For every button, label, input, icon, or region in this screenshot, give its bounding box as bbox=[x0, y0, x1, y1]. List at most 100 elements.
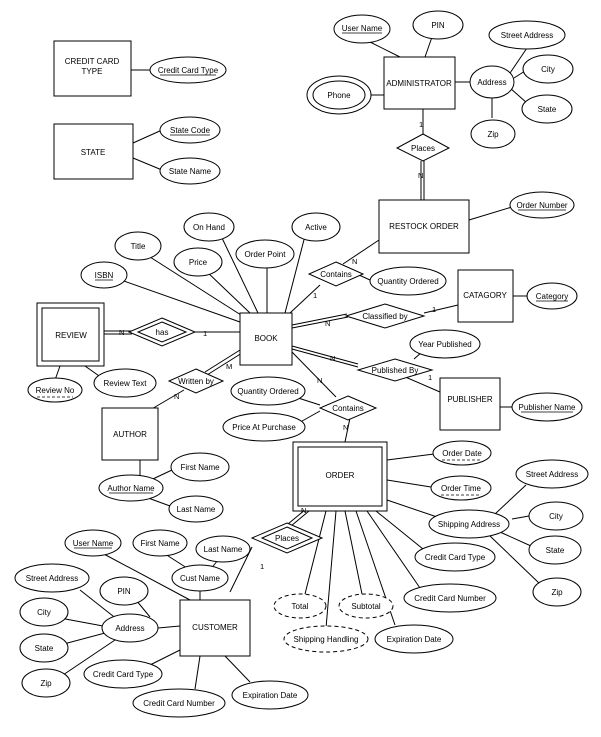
attr-admin-state: State bbox=[521, 94, 573, 124]
card-has-one: 1 bbox=[203, 329, 207, 338]
svg-text:Zip: Zip bbox=[40, 679, 52, 688]
card-places-customer-one: 1 bbox=[260, 562, 264, 571]
svg-text:State Code: State Code bbox=[170, 126, 211, 135]
attr-order-expiration-date: Expiration Date bbox=[374, 624, 454, 654]
svg-text:Active: Active bbox=[305, 223, 327, 232]
svg-text:Order Number: Order Number bbox=[516, 201, 567, 210]
svg-text:Phone: Phone bbox=[327, 91, 351, 100]
svg-text:Shipping Address: Shipping Address bbox=[438, 520, 500, 529]
svg-text:City: City bbox=[549, 512, 563, 521]
attr-admin-address: Address bbox=[469, 65, 515, 99]
entity-restock-order: RESTOCK ORDER bbox=[378, 199, 470, 254]
svg-text:Street Address: Street Address bbox=[26, 574, 78, 583]
svg-text:Review Text: Review Text bbox=[104, 379, 148, 388]
attr-order-number: Order Number bbox=[509, 191, 575, 219]
entity-catagory: CATAGORY bbox=[457, 269, 514, 323]
attr-admin-phone: Phone bbox=[306, 75, 372, 115]
svg-text:First Name: First Name bbox=[140, 539, 180, 548]
svg-text:Price At Purchase: Price At Purchase bbox=[232, 423, 296, 432]
attr-cust-address: Address bbox=[101, 613, 159, 643]
card-contains-order-n-top: N bbox=[317, 376, 322, 385]
attr-cust-expiration-date: Expiration Date bbox=[231, 680, 309, 710]
relationship-contains-restock: Contains bbox=[307, 261, 365, 287]
svg-text:PUBLISHER: PUBLISHER bbox=[447, 395, 493, 404]
svg-text:STATE: STATE bbox=[81, 148, 106, 157]
relationship-contains-order: Contains bbox=[318, 395, 378, 421]
svg-text:First Name: First Name bbox=[180, 463, 220, 472]
svg-text:RESTOCK ORDER: RESTOCK ORDER bbox=[389, 222, 459, 231]
svg-text:Expiration Date: Expiration Date bbox=[243, 691, 298, 700]
svg-text:Written by: Written by bbox=[178, 377, 214, 386]
svg-text:Classified by: Classified by bbox=[362, 312, 407, 321]
card-admin-one: 1 bbox=[419, 120, 423, 129]
svg-text:BOOK: BOOK bbox=[254, 334, 278, 343]
svg-text:State: State bbox=[546, 546, 565, 555]
attr-cust-state: State bbox=[19, 633, 69, 663]
attr-cust-credit-card-type: Credit Card Type bbox=[83, 659, 163, 689]
attr-author-name: Author Name bbox=[98, 474, 164, 502]
card-written-n: N bbox=[174, 392, 179, 401]
attr-state-code: State Code bbox=[159, 116, 221, 144]
svg-text:Subtotal: Subtotal bbox=[351, 602, 381, 611]
card-published-one: 1 bbox=[428, 373, 432, 382]
attr-price: Price bbox=[173, 247, 223, 277]
svg-text:State: State bbox=[538, 105, 557, 114]
attr-review-no: Review No bbox=[27, 377, 83, 403]
svg-text:Published By: Published By bbox=[372, 366, 419, 375]
cardinality-labels: 1 N N 1 N 1 N 1 N 1 M N N N N 1 bbox=[119, 120, 436, 571]
attr-on-hand: On Hand bbox=[183, 212, 235, 242]
svg-text:Order Point: Order Point bbox=[245, 250, 287, 259]
attr-cust-name: Cust Name bbox=[171, 564, 229, 592]
svg-text:Total: Total bbox=[292, 602, 309, 611]
attr-admin-street-address: Street Address bbox=[488, 20, 566, 50]
svg-text:Street Address: Street Address bbox=[526, 470, 578, 479]
entity-customer: CUSTOMER bbox=[179, 599, 251, 657]
relationship-has: has bbox=[127, 317, 197, 347]
entity-review: REVIEW bbox=[36, 302, 105, 367]
svg-text:Last Name: Last Name bbox=[177, 505, 216, 514]
svg-text:Zip: Zip bbox=[551, 588, 563, 597]
connector-lines bbox=[54, 36, 541, 690]
svg-text:Expiration Date: Expiration Date bbox=[387, 635, 442, 644]
svg-text:Year Published: Year Published bbox=[418, 340, 472, 349]
attr-order-point: Order Point bbox=[235, 239, 295, 269]
svg-text:Category: Category bbox=[536, 292, 568, 301]
svg-text:Zip: Zip bbox=[487, 130, 499, 139]
attr-credit-card-type-key: Credit Card Type bbox=[149, 56, 227, 84]
svg-text:Address: Address bbox=[477, 78, 506, 87]
card-restock-n: N bbox=[352, 257, 357, 266]
attr-order-credit-card-number: Credit Card Number bbox=[403, 583, 497, 613]
entity-order: ORDER bbox=[292, 441, 388, 512]
relationship-published-by: Published By bbox=[356, 358, 434, 382]
attr-quantity-ordered-order: Quantity Ordered bbox=[230, 376, 306, 406]
card-restock-book-one: 1 bbox=[313, 291, 317, 300]
attr-shipping-address: Shipping Address bbox=[428, 509, 510, 539]
card-published-n: N bbox=[330, 354, 335, 363]
svg-text:CREDIT CARD: CREDIT CARD bbox=[65, 57, 120, 66]
svg-text:ISBN: ISBN bbox=[95, 271, 114, 280]
svg-text:Credit Card Type: Credit Card Type bbox=[425, 553, 486, 562]
card-contains-order-n-bottom: N bbox=[343, 423, 348, 432]
svg-text:City: City bbox=[37, 608, 51, 617]
svg-text:Last Name: Last Name bbox=[204, 545, 243, 554]
svg-text:State: State bbox=[35, 644, 54, 653]
svg-text:Review No: Review No bbox=[36, 386, 75, 395]
svg-text:REVIEW: REVIEW bbox=[55, 331, 87, 340]
attr-ship-street-address: Street Address bbox=[515, 459, 589, 489]
attr-year-published: Year Published bbox=[409, 329, 481, 359]
svg-text:AUTHOR: AUTHOR bbox=[113, 430, 147, 439]
svg-text:Contains: Contains bbox=[320, 270, 352, 279]
svg-text:Contains: Contains bbox=[332, 404, 364, 413]
attr-admin-zip: Zip bbox=[470, 119, 516, 149]
svg-text:Order Time: Order Time bbox=[441, 484, 482, 493]
svg-text:CATAGORY: CATAGORY bbox=[463, 291, 507, 300]
card-classified-one: 1 bbox=[432, 305, 436, 314]
attr-price-at-purchase: Price At Purchase bbox=[222, 412, 306, 442]
card-admin-restock-n: N bbox=[418, 171, 423, 180]
svg-text:Publisher Name: Publisher Name bbox=[519, 403, 576, 412]
svg-text:Cust Name: Cust Name bbox=[180, 574, 221, 583]
attr-active: Active bbox=[291, 212, 341, 242]
relationship-classified-by: Classified by bbox=[344, 303, 426, 329]
attr-cust-first-name: First Name bbox=[132, 529, 188, 557]
attr-state-name: State Name bbox=[159, 157, 221, 185]
